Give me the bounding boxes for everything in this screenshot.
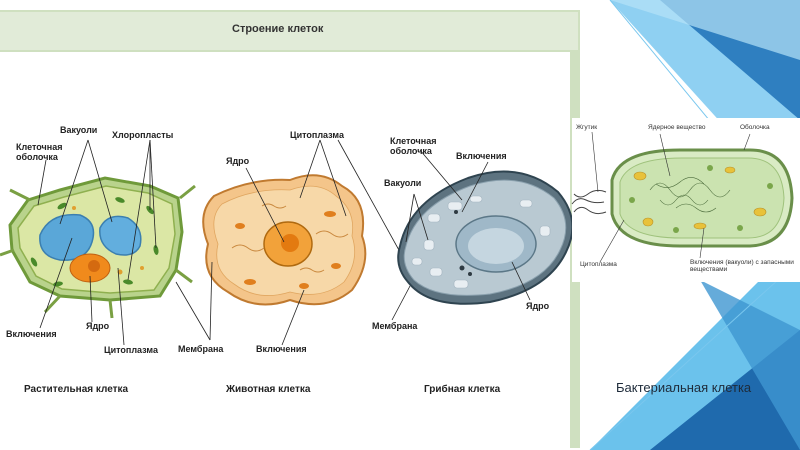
bacterial-caption: Бактериальная клетка: [616, 380, 752, 395]
animal-label-membrane: Мембрана: [178, 344, 224, 354]
plant-cell: [0, 176, 196, 319]
plant-label-cell-wall: Клеточная оболочка: [16, 142, 63, 163]
plant-label-vacuoles: Вакуоли: [60, 125, 98, 135]
fungal-label-vacuoles: Вакуоли: [384, 178, 422, 188]
animal-caption: Животная клетка: [226, 384, 311, 395]
plant-label-nucleus: Ядро: [86, 321, 110, 331]
bacterial-panel: [571, 118, 800, 282]
plant-leader-lines: [37, 139, 157, 346]
title-bar: [0, 12, 578, 50]
fungal-label-nucleus: Ядро: [526, 301, 550, 311]
plant-caption: Растительная клетка: [24, 384, 129, 395]
animal-cell: [202, 174, 367, 306]
bact-label-inclusions: Включения (вакуоли) с запасными вещества…: [690, 259, 794, 273]
bacterial-leader-lines: [591, 131, 751, 263]
plant-vacuole-left: [39, 213, 95, 261]
fungal-label-membrane: Мембрана: [372, 321, 418, 331]
animal-label-nucleus: Ядро: [226, 156, 250, 166]
fungal-caption: Грибная клетка: [424, 384, 501, 395]
bact-label-envelope: Оболочка: [740, 124, 770, 131]
plant-vacuole-right: [99, 215, 142, 256]
animal-label-inclusions: Включения: [256, 344, 307, 354]
animal-leader-lines: [175, 139, 401, 346]
bact-label-flagellum: Жгутик: [576, 124, 598, 131]
fungal-cell: [397, 170, 574, 305]
animal-label-cytoplasm: Цитоплазма: [290, 130, 344, 140]
plant-label-cytoplasm: Цитоплазма: [104, 345, 158, 355]
fungal-leader-lines: [391, 149, 531, 321]
plant-label-inclusions: Включения: [6, 329, 57, 339]
fungal-label-cell-wall: Клеточная оболочка: [390, 136, 437, 157]
page-title: Строение клеток: [232, 23, 324, 35]
plant-label-chloroplasts: Хлоропласты: [112, 130, 174, 140]
bact-label-cytoplasm: Цитоплазма: [580, 261, 617, 268]
bact-label-nuclear-substance: Ядерное вещество: [648, 124, 706, 131]
fungal-label-inclusions: Включения: [456, 151, 507, 161]
